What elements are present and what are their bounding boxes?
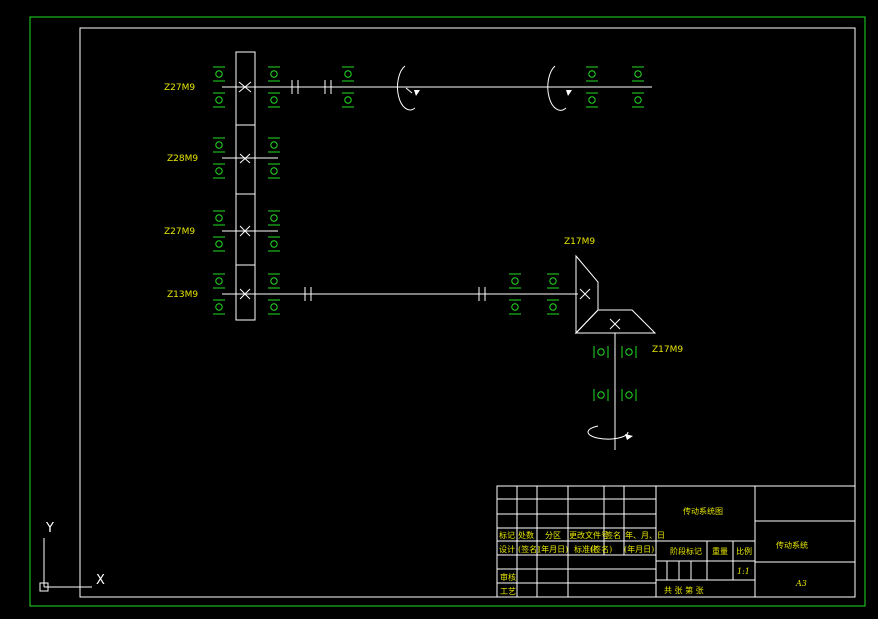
tb-system-name: 传动系统 (776, 540, 808, 550)
bearing-icon (213, 210, 225, 226)
bearing-icon (593, 346, 609, 358)
bearing-icon (547, 273, 559, 289)
bearing-icon (268, 66, 280, 82)
tb-d-2: (年月日) (538, 544, 568, 554)
outer-frame (29, 16, 866, 607)
tb-h-1: 处数 (518, 530, 534, 540)
ucs-y-label: Y (45, 521, 54, 536)
title-block: 标记 处数 分区 更改文件号 签名 年、月、日 设计 (签名) (年月日) 标准… (496, 485, 856, 598)
bearings (213, 66, 644, 401)
bearing-icon (268, 137, 280, 153)
bearing-icon (621, 389, 637, 401)
bearing-icon (586, 92, 598, 108)
bearing-icon (213, 299, 225, 315)
bearing-icon (509, 299, 521, 315)
inner-frame (79, 27, 856, 598)
gear-label-bevel-top: Z17M9 (564, 237, 595, 247)
bearing-icon (593, 389, 609, 401)
bearing-icon (213, 92, 225, 108)
bearing-icon (547, 299, 559, 315)
tb-sheets: 共 张 第 张 (664, 585, 704, 595)
bearing-icon (213, 273, 225, 289)
bearing-icon (213, 137, 225, 153)
tb-d-4: (签名) (590, 544, 612, 554)
shaft-3 (222, 225, 278, 237)
tb-h-5: 年、月、日 (625, 530, 665, 540)
bearing-icon (268, 299, 280, 315)
gear-label-4: Z13M9 (167, 290, 198, 300)
bearing-icon (213, 163, 225, 179)
tb-h-4: 签名 (605, 530, 621, 540)
bevel-gear-right (574, 309, 657, 334)
tb-scale: 1:1 (737, 567, 750, 576)
bearing-icon (621, 346, 637, 358)
tb-h-2: 分区 (545, 531, 561, 540)
tb-d-5: (年月日) (624, 544, 654, 554)
gear-label-bevel-right: Z17M9 (652, 345, 683, 355)
tb-process: 工艺 (500, 587, 516, 596)
tb-ratio: 比例 (736, 546, 752, 556)
output-shaft (587, 333, 633, 450)
bearing-icon (342, 66, 354, 82)
tb-d-0: 设计 (499, 544, 515, 554)
bearing-icon (586, 66, 598, 82)
tb-h-0: 标记 (499, 530, 515, 540)
tb-d-3: 标准化 (574, 544, 598, 554)
shaft-2 (222, 153, 278, 164)
bearing-icon (213, 66, 225, 82)
bearing-icon (342, 92, 354, 108)
tb-weight: 重量 (712, 546, 728, 556)
tb-review: 审核 (500, 572, 516, 582)
bearing-icon (632, 92, 644, 108)
ucs-x-label: X (96, 573, 105, 588)
tb-h-3: 更改文件号 (569, 530, 609, 540)
rotation-arrow-1 (397, 65, 416, 111)
bearing-icon (268, 236, 280, 252)
bearing-icon (268, 163, 280, 179)
bearing-icon (268, 273, 280, 289)
bearing-icon (268, 92, 280, 108)
tb-drawing-name: 传动系统图 (683, 506, 723, 516)
rotation-arrow-3 (587, 425, 629, 440)
bearing-icon (213, 236, 225, 252)
gear-stack-housing (235, 51, 256, 321)
bearing-icon (632, 66, 644, 82)
ucs-icon: Y X (39, 521, 105, 592)
gear-label-1: Z27M9 (164, 83, 195, 93)
shaft-4 (222, 287, 578, 301)
bearing-icon (268, 210, 280, 226)
tb-d-1: (签名) (518, 544, 540, 554)
gear-label-2: Z28M9 (167, 154, 198, 164)
shaft-1 (222, 65, 652, 111)
tb-stage: 阶段标记 (670, 546, 702, 556)
rotation-arrow-2 (547, 65, 567, 111)
tb-sheet-size: A3 (795, 579, 807, 588)
gear-label-3: Z27M9 (164, 227, 195, 237)
bearing-icon (509, 273, 521, 289)
